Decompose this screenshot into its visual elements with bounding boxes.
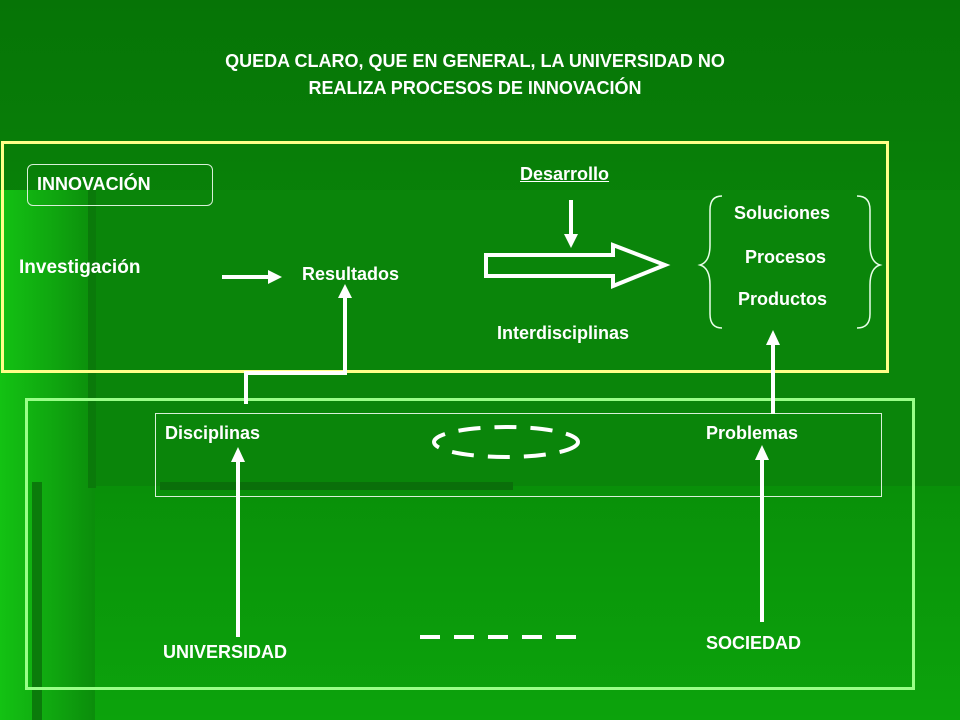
background-shade [95, 190, 960, 490]
right-brace [856, 195, 883, 329]
disciplinas-problemas-frame [155, 413, 882, 497]
arrow-head [231, 447, 245, 462]
left-brace [697, 195, 723, 329]
university-society-frame [25, 398, 915, 690]
investigacion-label: Investigación [19, 257, 141, 278]
sociedad-label: SOCIEDAD [706, 633, 802, 653]
slide-title-line1: QUEDA CLARO, QUE EN GENERAL, LA UNIVERSI… [225, 51, 725, 71]
disciplinas-to-resultados-connector [244, 297, 347, 404]
background-shade [40, 486, 960, 720]
outcome-productos: Productos [738, 289, 828, 309]
background-bar [88, 188, 96, 488]
slide-title: QUEDA CLARO, QUE EN GENERAL, LA UNIVERSI… [120, 48, 830, 102]
desarrollo-label: Desarrollo [520, 164, 610, 184]
large-hollow-arrow [484, 242, 671, 289]
innovation-frame [1, 141, 889, 373]
outcome-soluciones: Soluciones [734, 203, 831, 223]
arrow-head [766, 330, 780, 345]
background-bar [32, 482, 42, 720]
arrow-head [338, 284, 352, 298]
universidad-label: UNIVERSIDAD [163, 642, 288, 662]
arrow-head [268, 270, 282, 284]
innovacion-label: INNOVACIÓN [37, 174, 151, 194]
arrow-head [564, 234, 578, 248]
background-left-band [0, 190, 95, 720]
background-bar [160, 482, 513, 490]
disciplinas-label: Disciplinas [165, 423, 261, 443]
innovacion-label-box [27, 164, 213, 206]
resultados-label: Resultados [302, 264, 400, 284]
slide-title-line2: REALIZA PROCESOS DE INNOVACIÓN [308, 78, 642, 98]
interdisciplinas-label: Interdisciplinas [497, 323, 630, 343]
outcome-procesos: Procesos [745, 247, 827, 267]
arrow-head [755, 445, 769, 460]
problemas-label: Problemas [706, 423, 799, 443]
dashed-link-ellipse [432, 425, 580, 459]
